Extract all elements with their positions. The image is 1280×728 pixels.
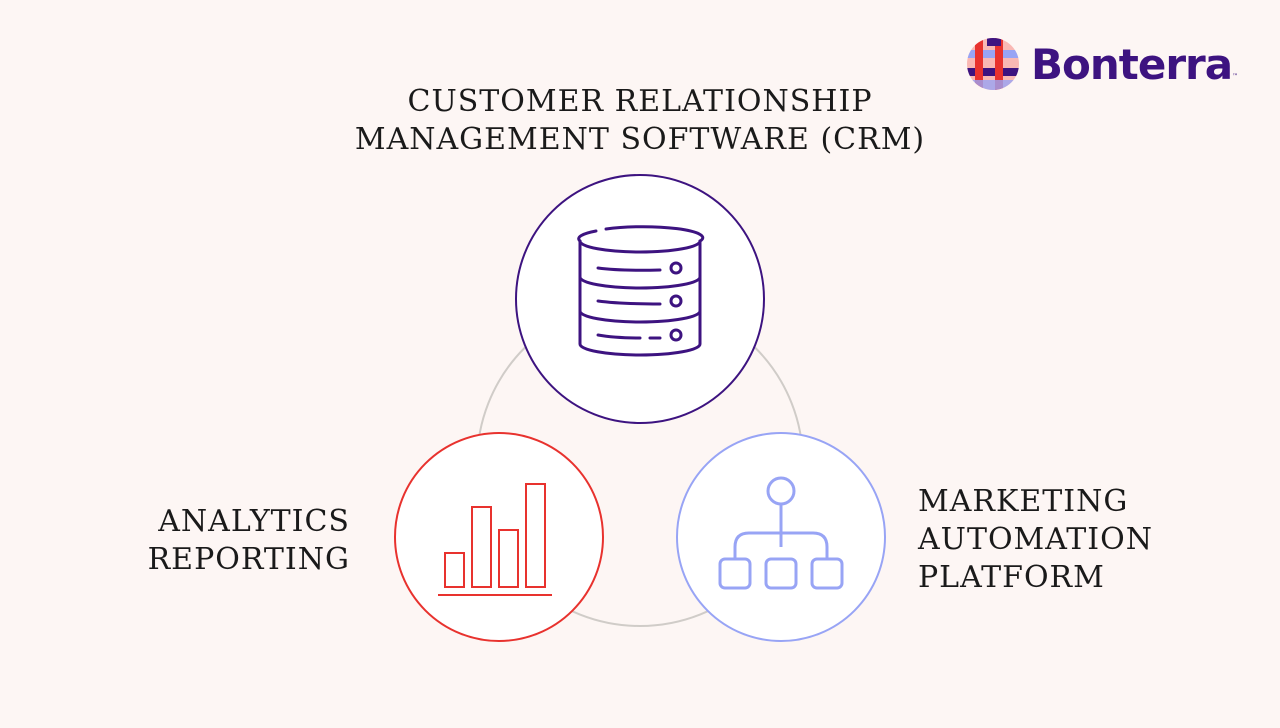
crm-node [515, 174, 765, 424]
bar-chart-icon [438, 483, 552, 596]
database-icon [577, 225, 705, 357]
bonterra-logo: Bonterra ™ [967, 38, 1238, 90]
analytics-label-line: REPORTING [147, 542, 350, 577]
crm-label-line: CUSTOMER RELATIONSHIP [407, 84, 873, 119]
analytics-node [394, 432, 604, 642]
marketing-label-line: PLATFORM [918, 560, 1105, 595]
analytics-label-line: ANALYTICS [158, 504, 350, 539]
bonterra-logo-mark-icon [967, 38, 1019, 90]
marketing-label-line: AUTOMATION [918, 522, 1153, 557]
analytics-label: ANALYTICS REPORTING [100, 503, 350, 579]
trademark: ™ [1232, 73, 1239, 80]
crm-label: CUSTOMER RELATIONSHIP MANAGEMENT SOFTWAR… [340, 83, 940, 159]
logo-wordmark: Bonterra [1031, 39, 1233, 89]
marketing-label: MARKETING AUTOMATION PLATFORM [918, 483, 1153, 597]
marketing-label-line: MARKETING [918, 484, 1129, 519]
org-chart-icon [718, 476, 844, 590]
crm-label-line: MANAGEMENT SOFTWARE (CRM) [354, 122, 926, 157]
marketing-node [676, 432, 886, 642]
